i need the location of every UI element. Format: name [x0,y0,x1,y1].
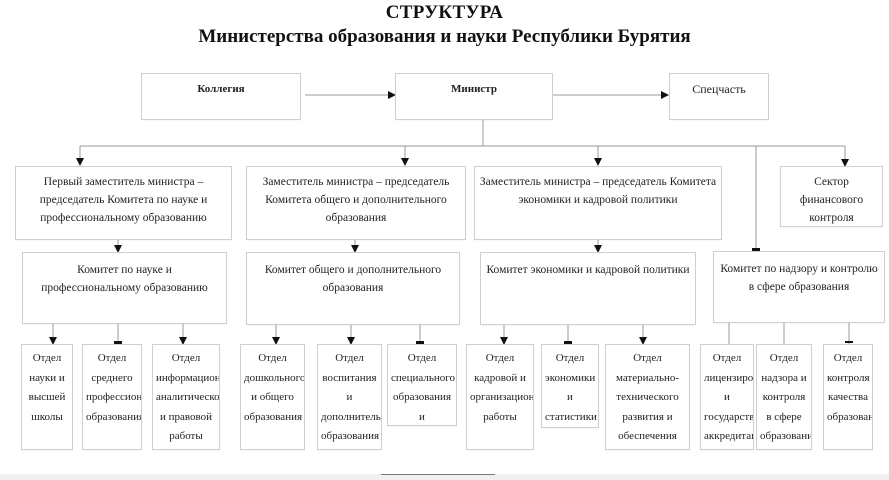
dept-label: Отдел среднего профессионального образов… [86,352,142,423]
committee-science-box: Комитет по науке и профессиональному обр… [22,252,227,324]
stub-marker [845,341,853,343]
deputy-economics-label: Заместитель министра – председатель Коми… [479,176,717,206]
dept-quality-control: Отдел контроля качества образования [823,344,873,450]
deputy-general-education-box: Заместитель министра – председатель Коми… [246,166,466,240]
bottom-scroll-track[interactable] [0,474,889,480]
first-deputy-box: Первый заместитель министра – председате… [15,166,232,240]
dept-label: Отдел информационно-аналитической и прав… [156,352,220,443]
chart-title: СТРУКТУРА [385,2,504,23]
dept-economics-statistics: Отдел экономики и статистики [541,344,599,428]
dept-secondary-vocational: Отдел среднего профессионального образов… [82,344,142,450]
minister-box: Министр [395,73,553,120]
collegium-label: Коллегия [197,83,245,95]
dept-label: Отдел надзора и контроля в сфере образов… [760,352,811,443]
special-unit-label: Спецчасть [692,82,746,96]
dept-label: Отдел специального образования и интерна… [391,352,456,423]
first-deputy-label: Первый заместитель министра – председате… [39,176,208,224]
dept-label: Отдел лицензирования и государственной а… [704,352,754,443]
dept-hr-organization: Отдел кадровой и организационной работы [466,344,534,450]
dept-material-technical: Отдел материально-технического развития … [605,344,690,450]
stub-marker [114,341,122,344]
finance-sector-label: Сектор финансового контроля [799,176,864,224]
deputy-general-education-label: Заместитель министра – председатель Коми… [262,176,450,224]
deputy-economics-box: Заместитель министра – председатель Коми… [474,166,722,240]
dept-information-legal: Отдел информационно-аналитической и прав… [152,344,220,450]
dept-label: Отдел кадровой и организационной работы [470,352,534,423]
stub-marker [416,341,424,344]
dept-upbringing-additional: Отдел воспитания и дополнительного образ… [317,344,382,450]
special-unit-box: Спецчасть [669,73,769,120]
stub-marker [752,248,760,251]
committee-science-label: Комитет по науке и профессиональному обр… [41,264,208,294]
committee-supervision-box: Комитет по надзору и контролю в сфере об… [713,251,885,323]
finance-sector-box: Сектор финансового контроля [780,166,883,227]
dept-preschool-general: Отдел дошкольного и общего образования [240,344,305,450]
dept-label: Отдел дошкольного и общего образования [244,352,305,423]
dept-science-higher-school: Отдел науки и высшей школы [21,344,73,450]
minister-label: Министр [451,83,497,95]
horizontal-scrollbar-thumb[interactable] [381,474,495,475]
committee-general-label: Комитет общего и дополнительного образов… [264,264,442,294]
dept-label: Отдел материально-технического развития … [615,352,680,443]
committee-economics-box: Комитет экономики и кадровой политики [480,252,696,325]
dept-supervision-control: Отдел надзора и контроля в сфере образов… [756,344,812,450]
committee-economics-label: Комитет экономики и кадровой политики [486,264,690,276]
dept-licensing-accreditation: Отдел лицензирования и государственной а… [700,344,754,450]
dept-special-education: Отдел специального образования и интерна… [387,344,457,426]
arrow-stubs [114,248,853,344]
dept-label: Отдел науки и высшей школы [28,352,66,423]
dept-label: Отдел экономики и статистики [545,352,597,423]
collegium-box: Коллегия [141,73,301,120]
stub-marker [564,341,572,344]
chart-subtitle: Министерства образования и науки Республ… [198,26,691,47]
dept-label: Отдел воспитания и дополнительного образ… [321,352,381,443]
dept-label: Отдел контроля качества образования [827,352,872,423]
committee-supervision-label: Комитет по надзору и контролю в сфере об… [720,263,878,293]
committee-general-box: Комитет общего и дополнительного образов… [246,252,460,325]
